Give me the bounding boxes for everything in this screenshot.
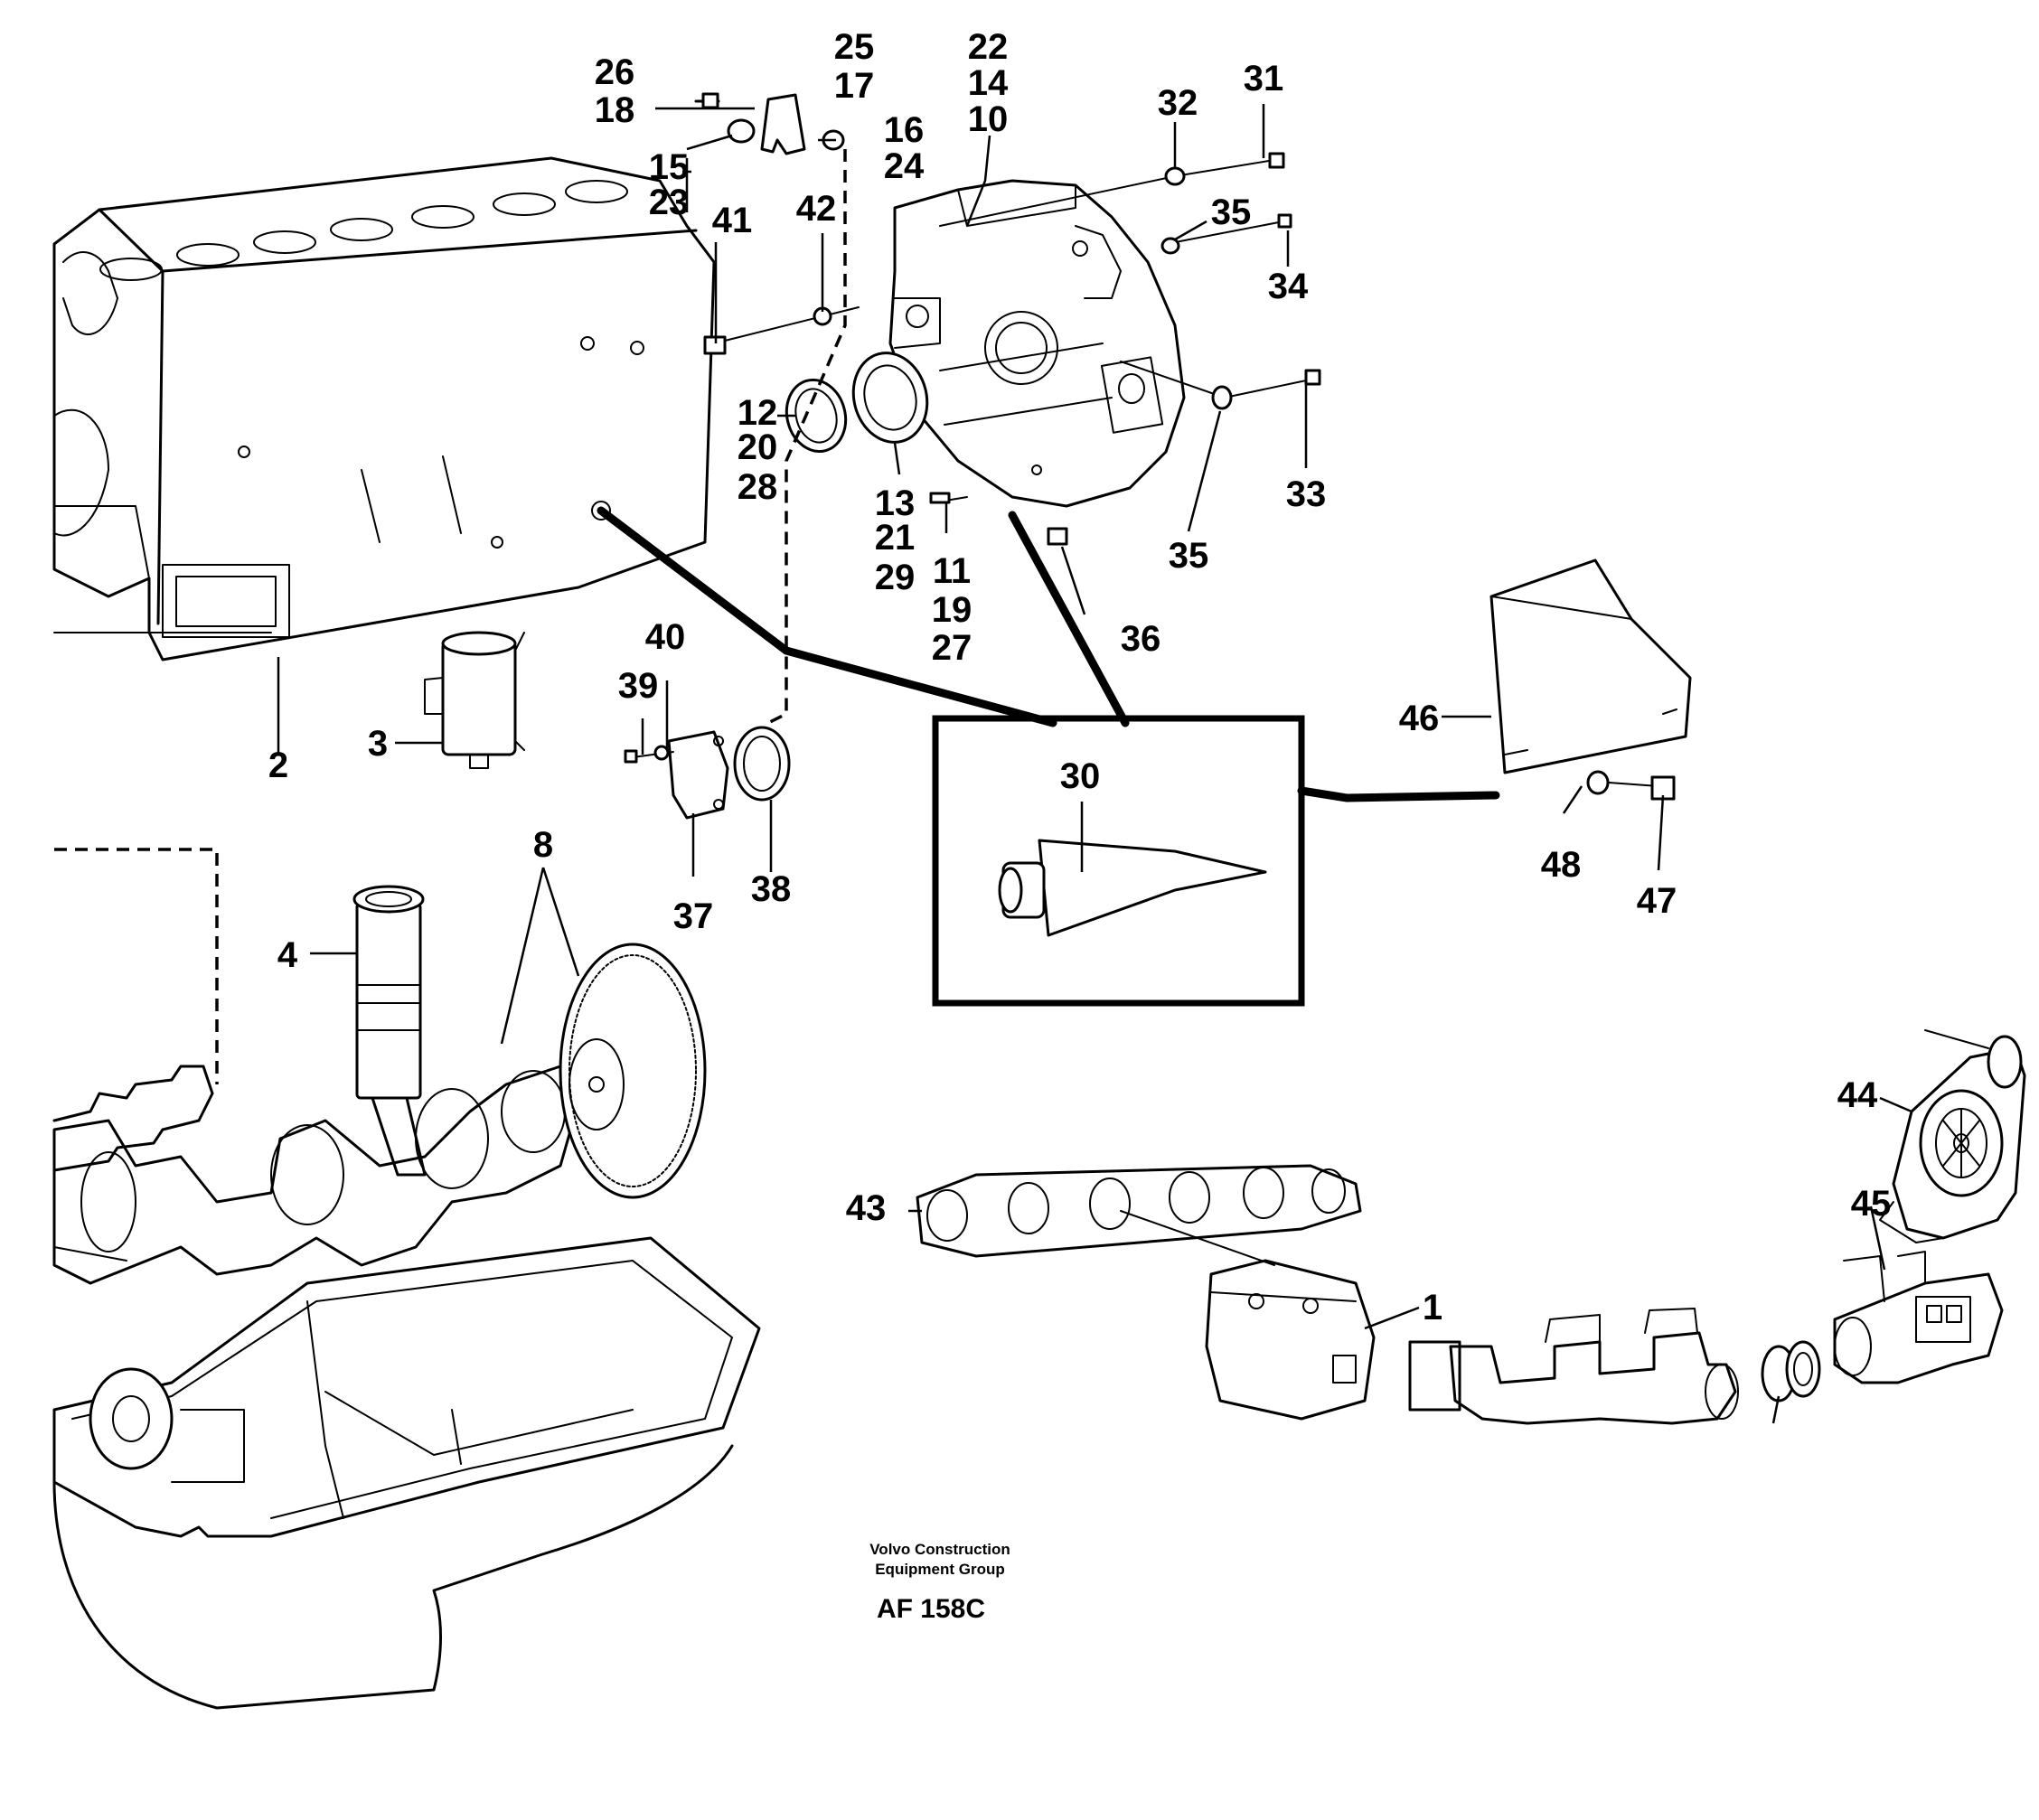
callout-36: 36 (1121, 619, 1161, 659)
cover-46 (1489, 558, 1692, 801)
callout-29: 29 (875, 558, 916, 597)
cover-plate (624, 726, 791, 820)
callout-39: 39 (618, 666, 659, 706)
callout-13: 13 (875, 483, 916, 523)
callout-37: 37 (673, 896, 714, 936)
callout-31: 31 (1244, 59, 1284, 99)
callout-19: 19 (932, 590, 973, 630)
camshaft (52, 848, 219, 1172)
callout-20: 20 (738, 427, 778, 467)
callout-15: 15 (649, 147, 690, 187)
callout-38: 38 (751, 869, 792, 909)
engine-block (52, 156, 716, 661)
flywheel-housing (888, 179, 1186, 508)
callout-33: 33 (1286, 474, 1327, 514)
callout-41: 41 (712, 201, 753, 240)
callout-17: 17 (834, 66, 875, 106)
callout-25: 25 (834, 27, 875, 67)
housing-bolts (703, 152, 1321, 546)
callout-labels: 1 2 3 4 8 10 11 12 13 14 15 16 17 18 19 … (268, 27, 1891, 1327)
seal-rings (785, 342, 1113, 454)
callout-48: 48 (1541, 845, 1582, 885)
callout-24: 24 (884, 146, 925, 186)
drawing-id: AF 158C (877, 1594, 985, 1624)
callout-21: 21 (875, 518, 916, 558)
turbocharger (1879, 1029, 2026, 1243)
callout-35b: 35 (1169, 536, 1209, 576)
oil-filter (424, 631, 525, 769)
callout-26: 26 (595, 52, 635, 92)
callout-43: 43 (846, 1188, 887, 1228)
callout-16: 16 (884, 110, 925, 150)
callout-35a: 35 (1211, 192, 1252, 232)
callout-11: 11 (933, 551, 971, 591)
exhaust-pipe-45 (1408, 1251, 2004, 1425)
callout-34: 34 (1268, 267, 1309, 306)
callout-28: 28 (738, 467, 778, 507)
callout-40: 40 (645, 617, 686, 657)
callout-1: 1 (1423, 1288, 1442, 1327)
footer: Volvo Construction Equipment Group AF 15… (869, 1541, 1010, 1624)
callout-47: 47 (1637, 881, 1677, 921)
callout-46: 46 (1399, 699, 1440, 738)
callout-8: 8 (533, 825, 553, 865)
flywheel (559, 943, 707, 1199)
callout-10: 10 (968, 99, 1009, 139)
callout-18: 18 (595, 90, 635, 130)
callout-32: 32 (1158, 83, 1198, 123)
sealant-inset (932, 715, 1305, 1007)
crankshaft (52, 1065, 580, 1285)
callout-23: 23 (649, 183, 690, 222)
exhaust-manifold-43 (916, 1164, 1362, 1258)
callout-22: 22 (968, 27, 1009, 67)
top-bracket (694, 92, 845, 155)
callout-4: 4 (277, 935, 298, 975)
cylinder-head (1205, 1259, 1376, 1421)
callout-14: 14 (968, 63, 1009, 103)
callout-45: 45 (1851, 1184, 1892, 1224)
oil-pan (52, 1236, 761, 1710)
callout-44: 44 (1837, 1075, 1878, 1115)
callout-2: 2 (268, 746, 288, 785)
company-line-2: Equipment Group (875, 1561, 1005, 1578)
callout-42: 42 (796, 189, 837, 229)
callout-30: 30 (1060, 756, 1101, 796)
callout-12: 12 (738, 393, 778, 433)
callout-3: 3 (368, 724, 388, 764)
piston-liner (352, 885, 427, 1177)
company-line-1: Volvo Construction (869, 1541, 1010, 1558)
callout-27: 27 (932, 628, 973, 668)
leader-lines (277, 104, 1912, 1424)
